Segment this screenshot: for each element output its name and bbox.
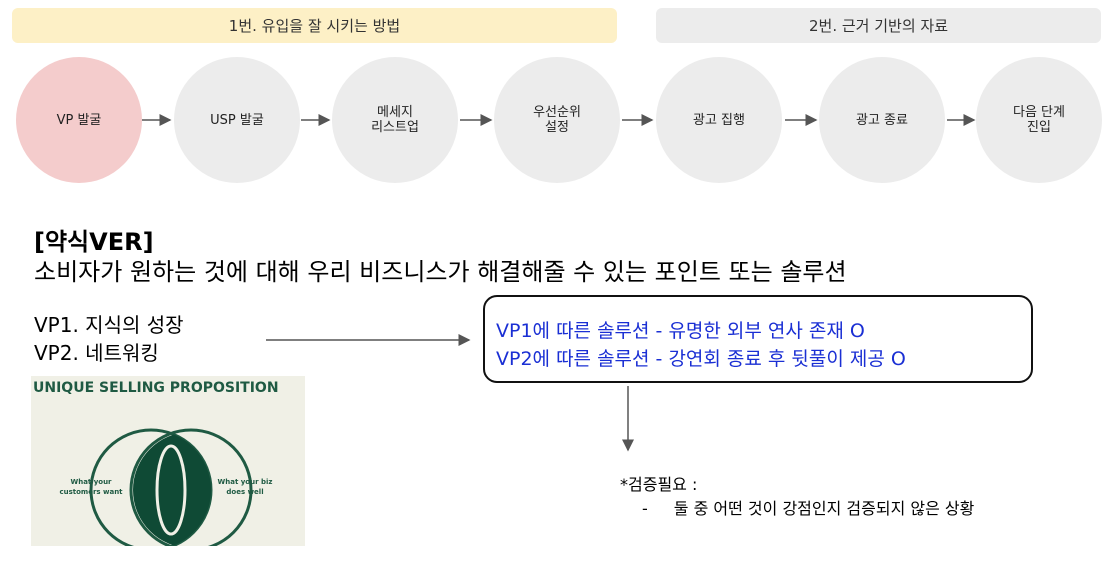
step-message-listup: 메세지 리스트업 <box>332 57 458 183</box>
section-banner-evidence: 2번. 근거 기반의 자료 <box>656 8 1101 43</box>
banner-label: 1번. 유입을 잘 시키는 방법 <box>228 17 401 35</box>
list-item: - 둘 중 어떤 것이 강점인지 검증되지 않은 상황 <box>620 497 974 521</box>
list-item: VP1. 지식의 성장 <box>34 313 184 337</box>
banner-label: 2번. 근거 기반의 자료 <box>808 17 949 35</box>
bullet: - <box>642 499 648 518</box>
step-label: 다음 단계 진입 <box>1013 105 1065 135</box>
step-label: 메세지 리스트업 <box>371 105 419 135</box>
step-label: VP 발굴 <box>56 112 102 128</box>
list-item: VP2. 네트워킹 <box>34 341 159 365</box>
venn-diagram <box>89 428 253 546</box>
section-banner-inflow: 1번. 유입을 잘 시키는 방법 <box>12 8 617 43</box>
venn-label-business: What your biz does well <box>217 478 273 496</box>
venn-circle-right <box>129 428 253 546</box>
venn-label-customers: What your customers want <box>59 478 123 496</box>
step-vp-discovery: VP 발굴 <box>16 57 142 183</box>
step-ad-run: 광고 집행 <box>656 57 782 183</box>
page-subtitle: 소비자가 원하는 것에 대해 우리 비즈니스가 해결해줄 수 있는 포인트 또는… <box>34 258 847 286</box>
usp-image: UNIQUE SELLING PROPOSITION What your cus… <box>31 376 305 546</box>
solution-line: VP2에 따른 솔루션 - 강연회 종료 후 뒷풀이 제공 O <box>496 348 906 370</box>
step-priority: 우선순위 설정 <box>494 57 620 183</box>
usp-title: UNIQUE SELLING PROPOSITION <box>33 380 279 396</box>
step-label: 광고 집행 <box>693 112 745 128</box>
note-text: 둘 중 어떤 것이 강점인지 검증되지 않은 상황 <box>673 499 975 518</box>
step-label: 우선순위 설정 <box>533 105 581 135</box>
vp-list: VP1. 지식의 성장 VP2. 네트워킹 <box>34 311 184 367</box>
note-title: *검증필요 : <box>620 475 698 494</box>
verification-note: *검증필요 : - 둘 중 어떤 것이 강점인지 검증되지 않은 상황 <box>620 473 974 521</box>
step-ad-end: 광고 종료 <box>819 57 945 183</box>
step-next: 다음 단계 진입 <box>976 57 1102 183</box>
step-label: 광고 종료 <box>856 112 908 128</box>
solution-line: VP1에 따른 솔루션 - 유명한 외부 연사 존재 O <box>496 320 865 342</box>
solution-callout: VP1에 따른 솔루션 - 유명한 외부 연사 존재 O VP2에 따른 솔루션… <box>483 295 1033 383</box>
step-label: USP 발굴 <box>210 112 264 128</box>
page-title: [약식VER] <box>34 228 154 256</box>
step-usp-discovery: USP 발굴 <box>174 57 300 183</box>
